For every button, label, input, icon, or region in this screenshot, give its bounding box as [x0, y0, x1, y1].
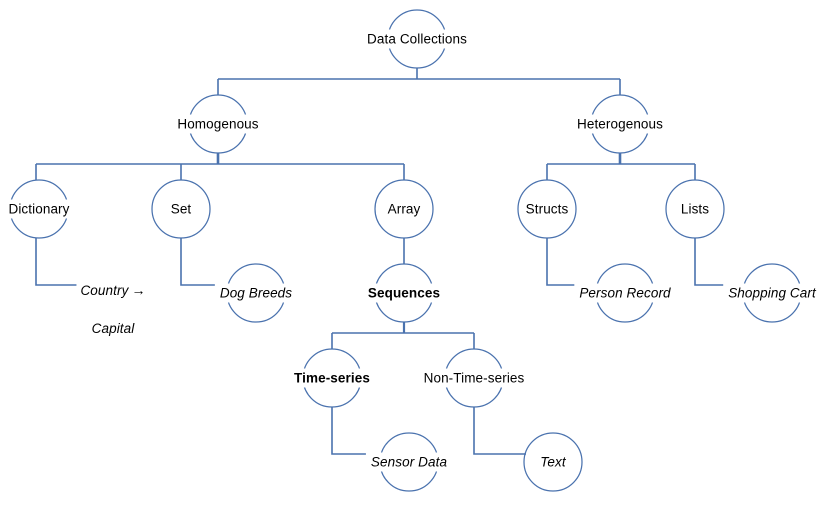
edge-time-series-to-sensor-data — [331, 407, 381, 455]
node-sensor-data[interactable]: Sensor Data — [365, 452, 453, 472]
node-sequences[interactable]: Sequences — [362, 283, 446, 303]
node-homogenous[interactable]: Homogenous — [172, 114, 264, 134]
arrow-right-icon: → — [131, 282, 146, 298]
country-capital-line2: Capital — [91, 321, 135, 336]
country-label: Country — [80, 283, 129, 298]
node-data-collections[interactable]: Data Collections — [362, 29, 472, 49]
edge-non-time-series-to-text — [473, 407, 526, 455]
node-country-capital[interactable]: Country→ Capital — [76, 262, 150, 338]
node-arcs — [9, 9, 802, 492]
node-time-series[interactable]: Time-series — [289, 368, 375, 388]
country-capital-line1: Country→ — [80, 282, 146, 298]
node-structs[interactable]: Structs — [520, 199, 574, 219]
node-dictionary[interactable]: Dictionary — [3, 199, 75, 219]
edge-set-to-dog-breeds — [180, 238, 229, 286]
node-person-record[interactable]: Person Record — [574, 283, 676, 303]
edge-lists-to-shopping-cart — [694, 238, 744, 286]
node-array[interactable]: Array — [382, 199, 426, 219]
node-lists[interactable]: Lists — [675, 199, 715, 219]
node-text-leaf[interactable]: Text — [535, 452, 571, 472]
edge-structs-to-person-record — [546, 238, 597, 286]
node-shopping-cart[interactable]: Shopping Cart — [723, 283, 821, 303]
node-set[interactable]: Set — [165, 199, 197, 219]
node-non-time-series[interactable]: Non-Time-series — [418, 368, 530, 388]
node-heterogenous[interactable]: Heterogenous — [571, 114, 669, 134]
node-dog-breeds[interactable]: Dog Breeds — [214, 283, 298, 303]
